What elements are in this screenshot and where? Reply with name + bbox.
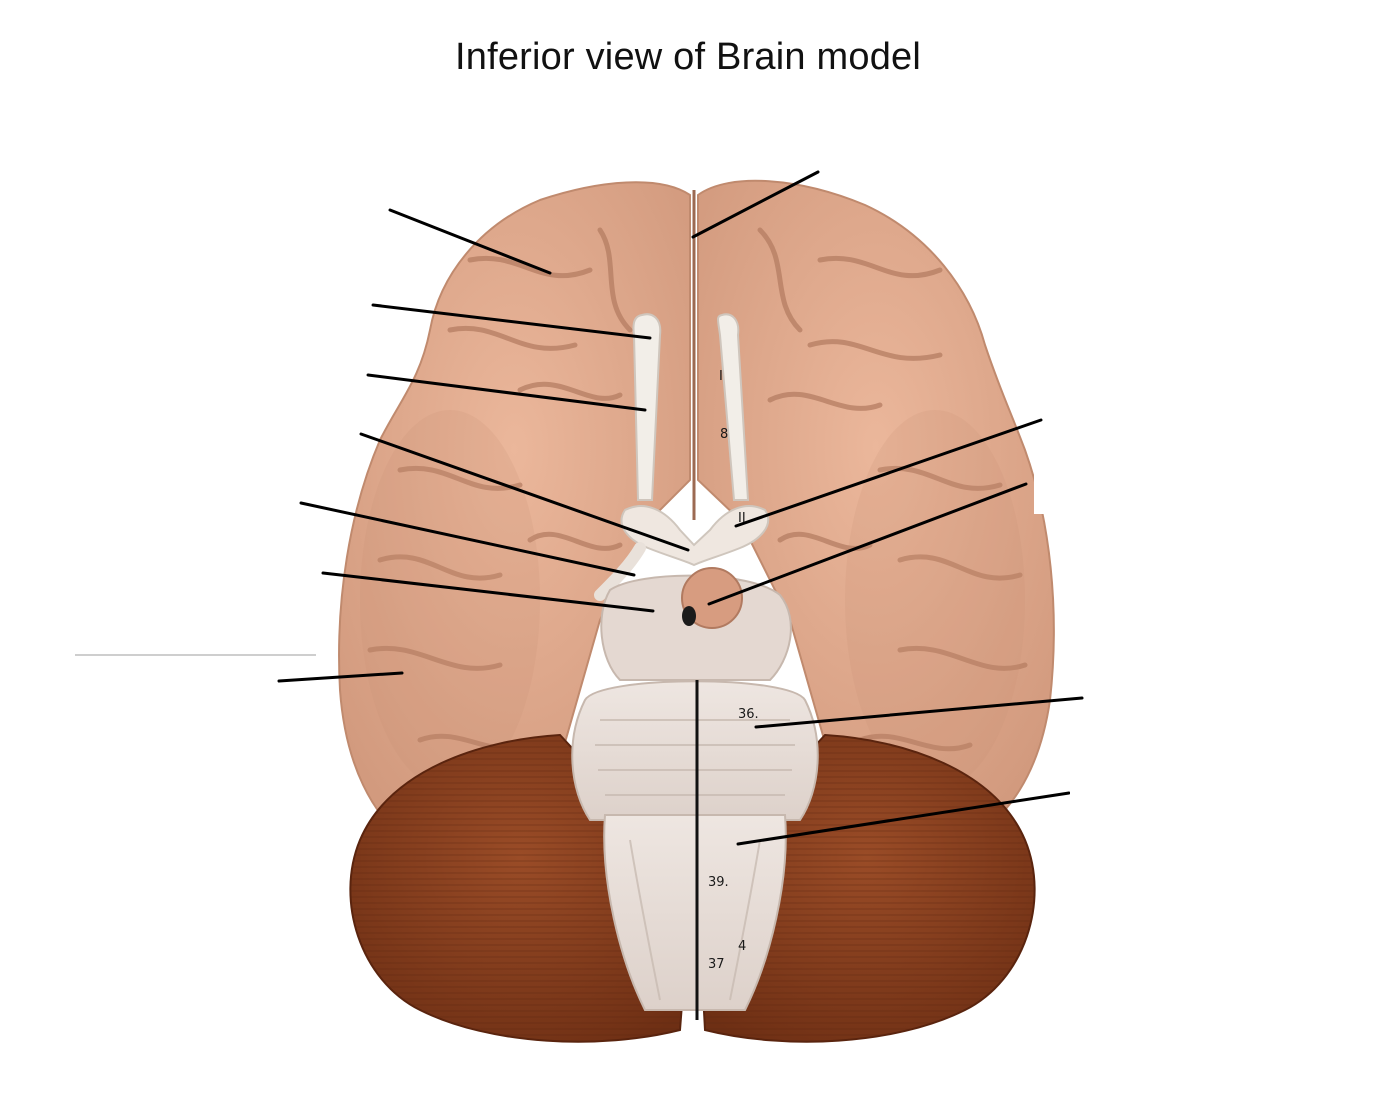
leader-line-2 — [371, 303, 652, 340]
pons — [571, 680, 819, 821]
sulci — [367, 227, 1028, 752]
left-hemisphere — [338, 181, 691, 852]
midbrain — [600, 574, 792, 681]
medulla — [603, 814, 787, 1011]
marking-3: II — [738, 511, 746, 526]
label-cover-patches — [1034, 462, 1124, 870]
marking-7: 4 — [738, 939, 746, 954]
pituitary-gland — [681, 567, 743, 629]
leader-line-12 — [736, 791, 1071, 846]
leader-line-1 — [388, 208, 552, 275]
marking-5: 39. — [708, 875, 729, 890]
marking-2: 8 — [720, 427, 728, 442]
brainstem — [571, 567, 819, 1020]
cerebrum — [338, 179, 1055, 852]
leader-line-6 — [321, 571, 655, 613]
leader-line-7 — [277, 671, 404, 683]
model-markings: I 8 II 36. 39. 37 4 — [708, 369, 759, 972]
page-title: Inferior view of Brain model — [454, 36, 922, 78]
right-hemisphere — [697, 179, 1055, 847]
leader-line-3 — [366, 373, 647, 412]
leader-line-5 — [299, 501, 636, 577]
leader-line-4 — [359, 432, 690, 552]
leader-line-10 — [707, 482, 1028, 606]
leader-line-8 — [691, 170, 820, 239]
leader-lines — [277, 170, 1084, 846]
marking-1: I — [719, 369, 723, 384]
leader-line-9 — [734, 418, 1043, 528]
olfactory-tracts — [632, 313, 750, 501]
marking-4: 36. — [738, 707, 759, 722]
marking-6: 37 — [708, 957, 725, 972]
leader-line-11 — [754, 696, 1084, 729]
